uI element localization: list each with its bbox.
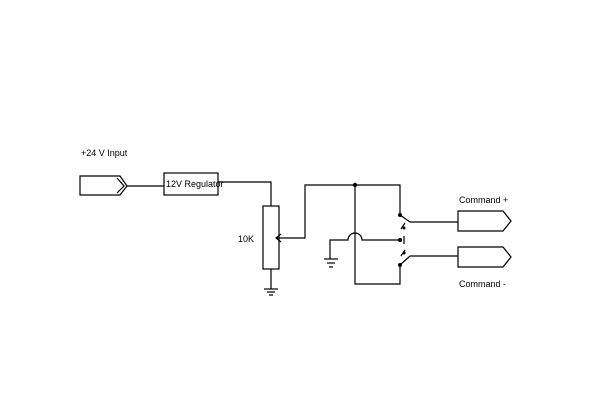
- ground-symbol-relay: [324, 258, 338, 268]
- input-label: +24 V Input: [81, 148, 128, 158]
- wire-vertical-bus: [354, 185, 401, 285]
- potentiometer-wiper-arrow: [275, 233, 289, 243]
- input-connector: [79, 175, 128, 196]
- ground-symbol-pot: [264, 288, 278, 296]
- command-plus-label: Command +: [459, 195, 508, 205]
- regulator-label: 12V Regulator: [166, 179, 224, 189]
- command-plus-connector: [457, 210, 512, 232]
- command-minus-connector: [457, 246, 512, 268]
- input-connector-inner-mark: [116, 177, 125, 194]
- wire-ground-branch: [329, 232, 400, 259]
- potentiometer-value-label: 10K: [238, 234, 254, 244]
- wire-regulator-to-pot: [218, 181, 272, 206]
- wire-wiper-to-rail: [289, 184, 401, 239]
- regulator-box: [163, 172, 219, 196]
- command-minus-label: Command -: [459, 279, 506, 289]
- dpdt-switch: [398, 213, 411, 267]
- junction-top: [352, 182, 358, 188]
